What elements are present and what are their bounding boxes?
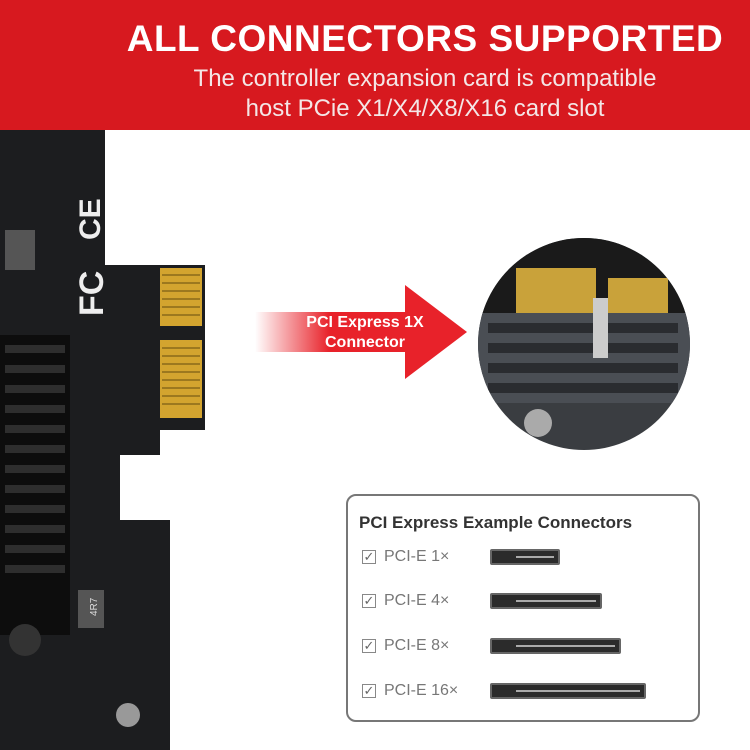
banner-title: ALL CONNECTORS SUPPORTED	[126, 18, 724, 59]
checkbox-checked-icon: ✓	[362, 593, 376, 608]
pcie-16x-slot-image	[490, 683, 646, 699]
arrow-icon	[255, 285, 467, 379]
panel-title: PCI Express Example Connectors	[359, 513, 633, 532]
checkbox-checked-icon: ✓	[362, 549, 376, 564]
pcie-slot-photo	[478, 238, 690, 450]
checkbox-checked-icon: ✓	[362, 638, 376, 653]
svg-text:4R7: 4R7	[89, 597, 100, 616]
example-connectors-panel: PCI Express Example Connectors ✓ PCI-E 1×…	[346, 494, 700, 722]
connector-label: PCI-E 4×	[384, 592, 450, 609]
list-item: ✓ PCI-E 16×	[362, 678, 458, 704]
header-banner: ALL CONNECTORS SUPPORTED The controller …	[0, 0, 750, 130]
pcie-4x-slot-image	[490, 593, 602, 609]
subtitle-line-1: The controller expansion card is compati…	[193, 65, 657, 92]
svg-text:CE: CE	[74, 198, 107, 240]
arrow-label-line-1: PCI Express 1X	[306, 314, 424, 331]
connector-label: PCI-E 16×	[384, 682, 459, 699]
banner-subtitle: The controller expansion card is compati…	[100, 64, 750, 124]
connector-label: PCI-E 8×	[384, 637, 450, 654]
list-item: ✓ PCI-E 4×	[362, 588, 449, 614]
svg-text:FC: FC	[73, 271, 111, 316]
checkbox-checked-icon: ✓	[362, 683, 376, 698]
arrow-label-line-2: Connector	[325, 334, 405, 351]
pcie-1x-slot-image	[490, 549, 560, 565]
connector-label: PCI-E 1×	[384, 548, 450, 565]
pcie-8x-slot-image	[490, 638, 621, 654]
arrow-label: PCI Express 1X Connector	[290, 313, 440, 353]
list-item: ✓ PCI-E 1×	[362, 544, 449, 570]
list-item: ✓ PCI-E 8×	[362, 633, 449, 659]
subtitle-line-2: host PCie X1/X4/X8/X16 card slot	[245, 95, 605, 122]
